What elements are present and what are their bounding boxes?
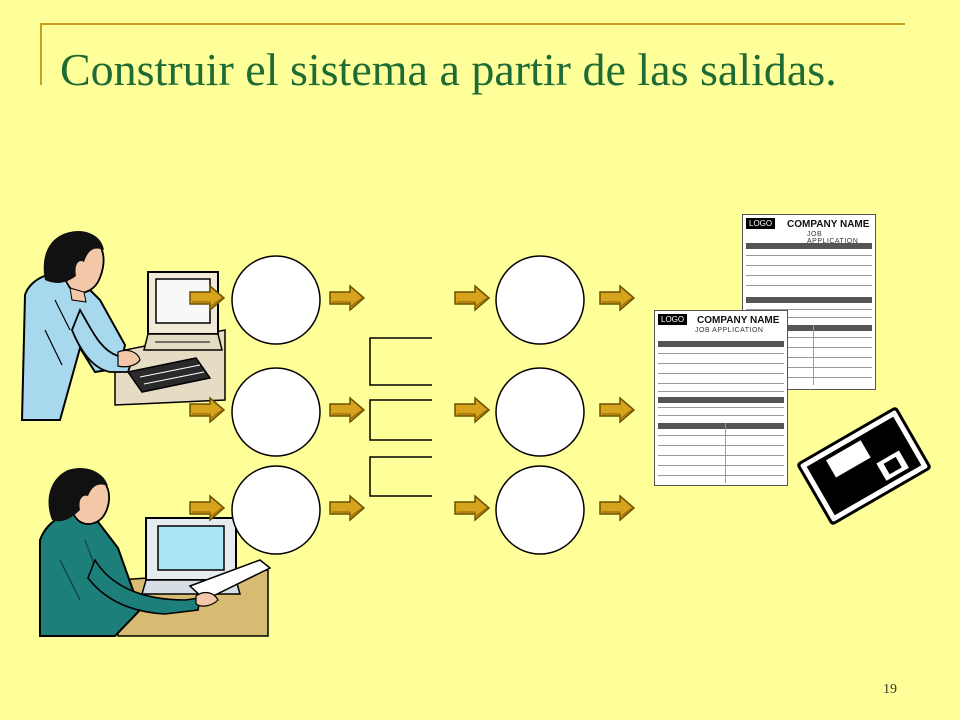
process-circle xyxy=(495,367,585,457)
man-at-computer-icon xyxy=(20,230,226,421)
process-circle xyxy=(231,465,321,555)
arrow-icon xyxy=(454,397,490,423)
form-logo: LOGO xyxy=(746,218,776,229)
form-company-name: COMPANY NAME xyxy=(787,219,870,230)
data-store xyxy=(369,399,432,441)
data-store xyxy=(369,337,432,386)
process-circle xyxy=(231,255,321,345)
arrow-icon xyxy=(599,397,635,423)
arrow-icon xyxy=(189,495,225,521)
arrow-icon xyxy=(599,285,635,311)
form-subtitle: JOB APPLICATION xyxy=(695,327,764,334)
form-subtitle: JOB APPLICATION xyxy=(807,231,859,245)
arrow-icon xyxy=(454,495,490,521)
arrow-icon xyxy=(329,397,365,423)
arrow-icon xyxy=(599,495,635,521)
woman-with-document-icon xyxy=(39,467,272,637)
arrow-icon xyxy=(329,495,365,521)
arrow-icon xyxy=(454,285,490,311)
data-store xyxy=(369,456,432,497)
form-company-name: COMPANY NAME xyxy=(697,315,780,326)
page-number: 19 xyxy=(883,682,897,697)
job-application-form: LOGO COMPANY NAME JOB APPLICATION xyxy=(654,310,788,486)
top-rule xyxy=(40,23,905,25)
left-rule xyxy=(40,23,42,85)
slide-title: Construir el sistema a partir de las sal… xyxy=(60,44,837,95)
floppy-disk-icon xyxy=(797,407,931,525)
arrow-icon xyxy=(329,285,365,311)
process-circle xyxy=(495,255,585,345)
form-logo: LOGO xyxy=(658,314,688,325)
process-circle xyxy=(231,367,321,457)
process-circle xyxy=(495,465,585,555)
